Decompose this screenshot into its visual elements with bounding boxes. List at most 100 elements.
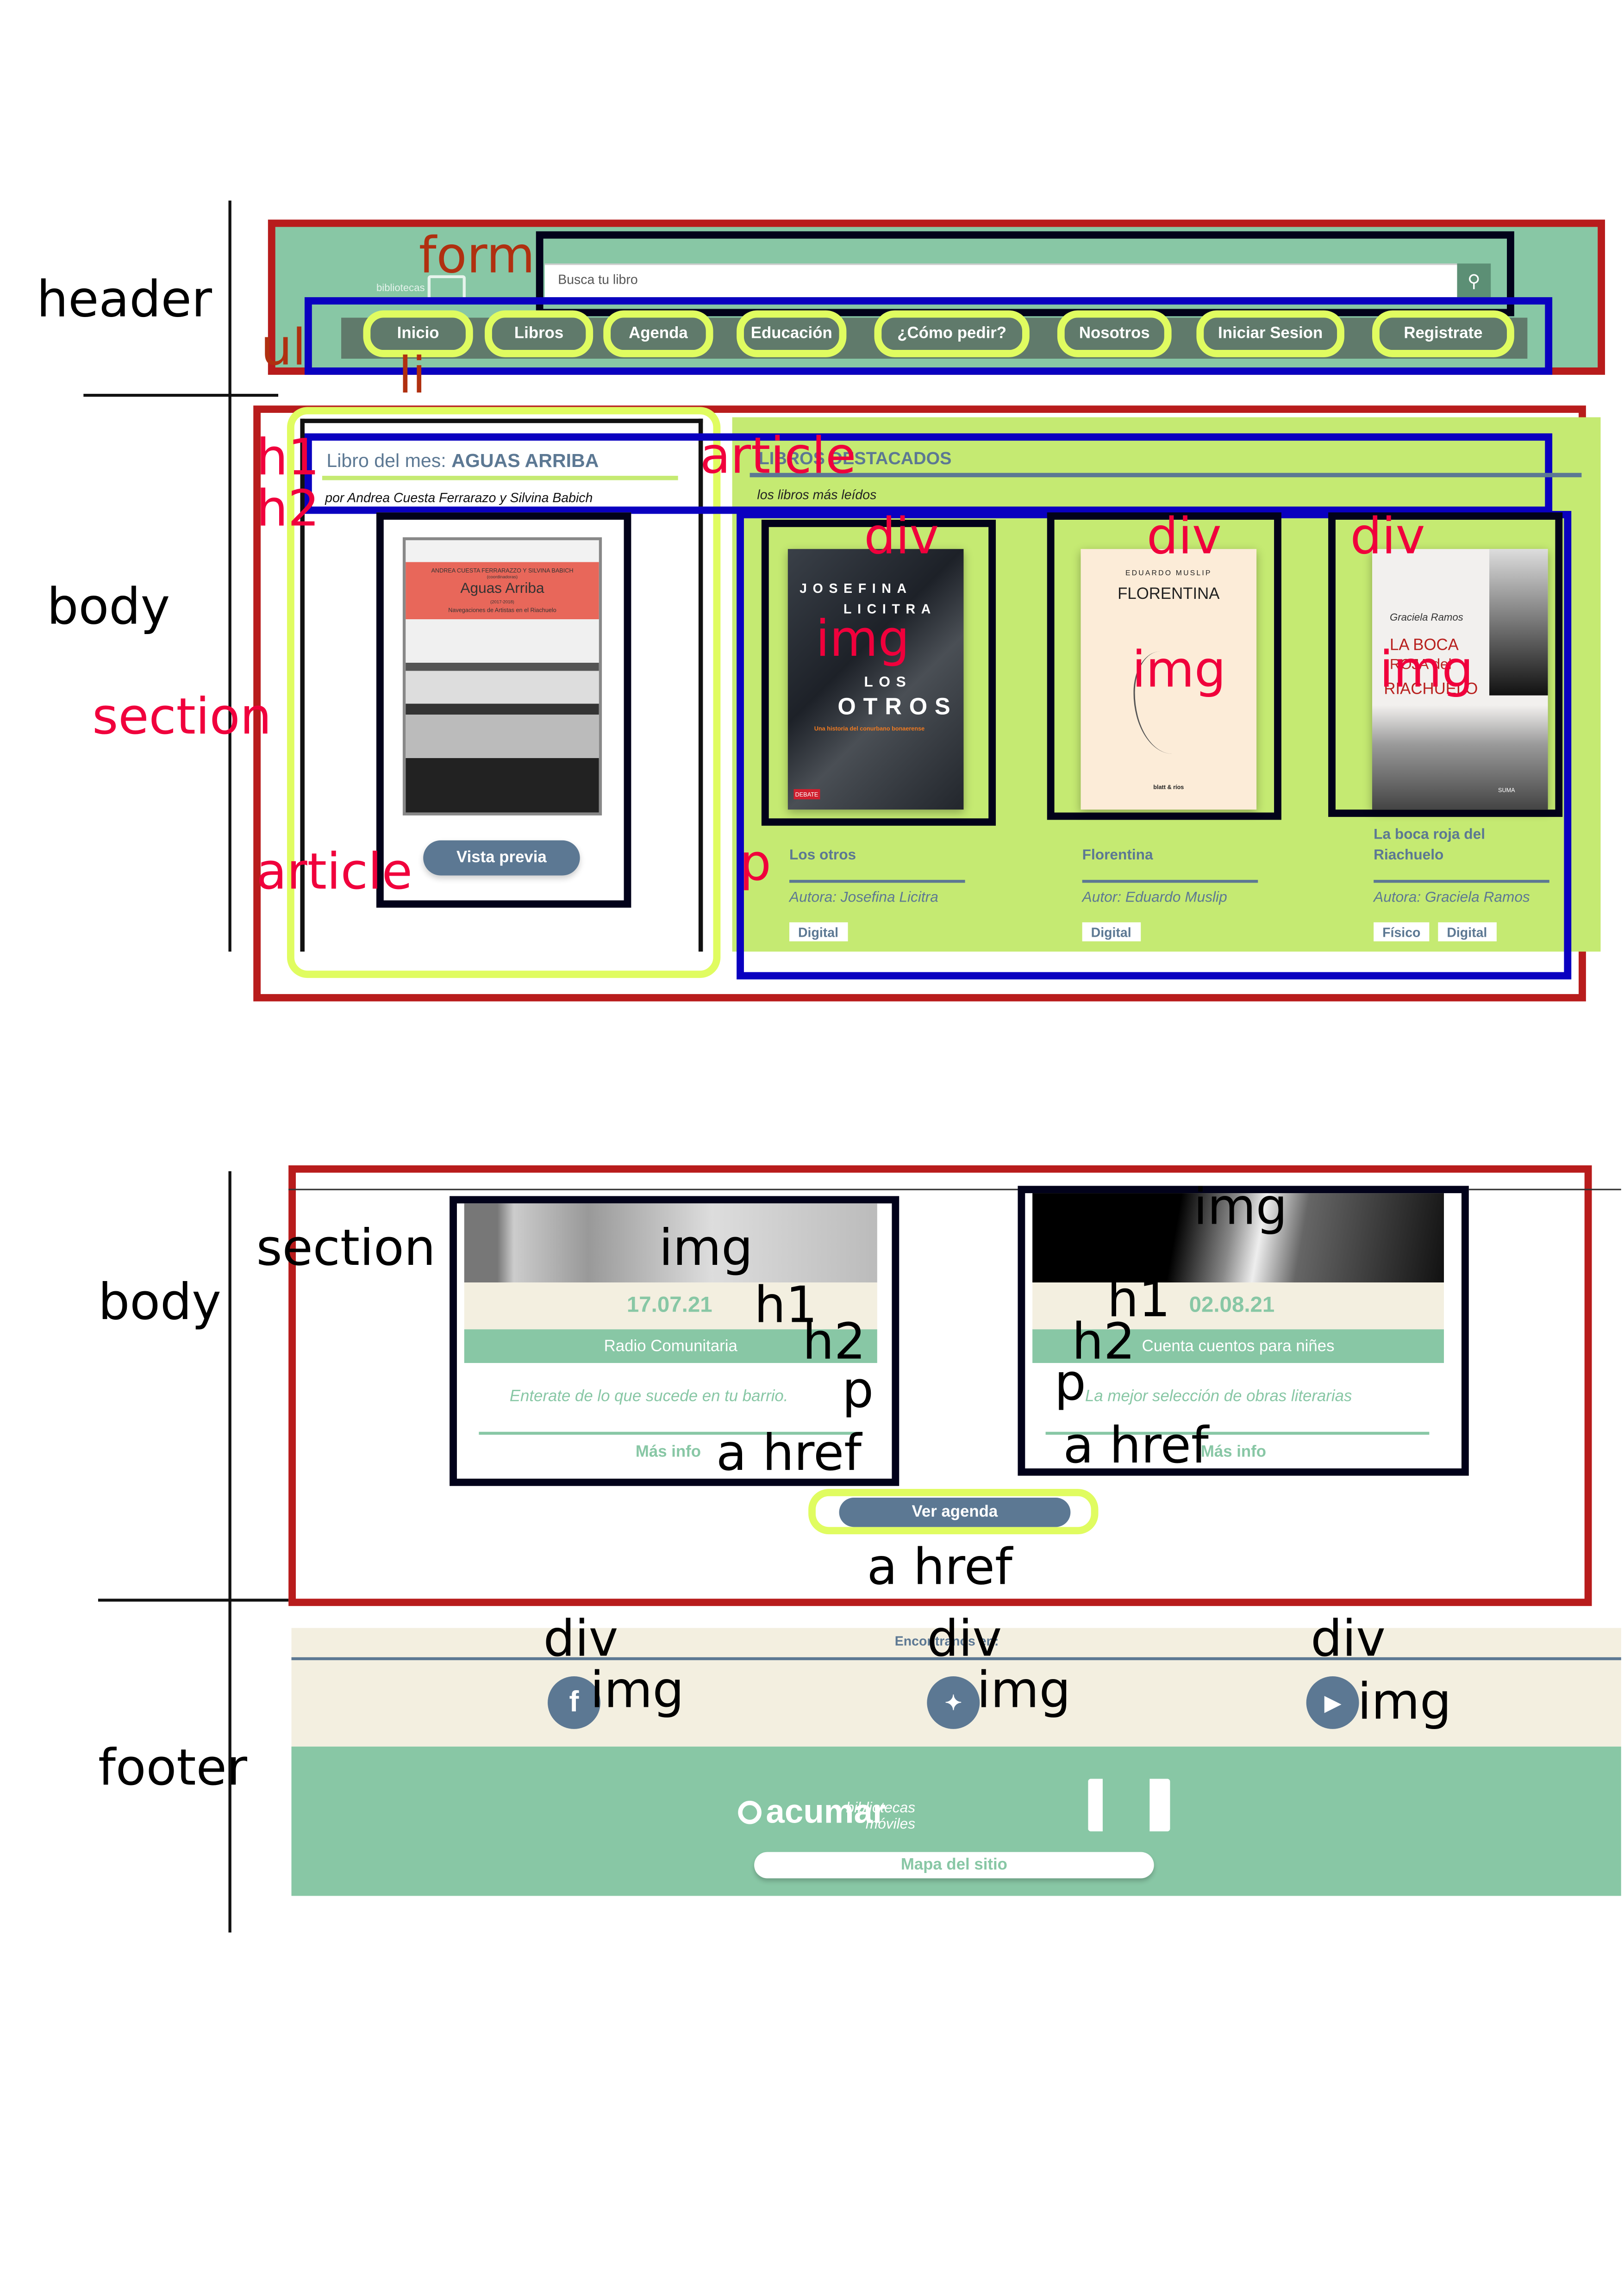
event-divider (1045, 1431, 1430, 1435)
search-button[interactable]: ⚲ (1457, 263, 1491, 298)
cover-text: LOS (864, 675, 912, 691)
book-of-month-cover[interactable]: ANDREA CUESTA FERRARAZZO Y SILVINA BABIC… (402, 537, 602, 815)
annotation-label: footer (98, 1739, 248, 1798)
annotation-label: img (976, 1661, 1071, 1720)
event-text: La mejor selección de obras literarias (1085, 1388, 1352, 1406)
cover-text: LA BOCA (1389, 637, 1459, 654)
nav-iniciar-sesion[interactable]: Iniciar Sesion (1196, 310, 1344, 357)
nav-nosotros[interactable]: Nosotros (1057, 310, 1172, 357)
cover-coord: (coordinadoras) (487, 574, 518, 580)
annotation-label: p (1054, 1354, 1086, 1413)
cover-text: JOSEFINA (800, 581, 912, 596)
event-text: Enterate de lo que sucede en tu barrio. (509, 1388, 788, 1406)
ver-agenda-button[interactable]: Ver agenda (839, 1498, 1071, 1527)
youtube-icon[interactable]: ▶ (1306, 1676, 1359, 1729)
event-divider (479, 1431, 863, 1435)
book-author: Autora: Josefina Licitra (789, 890, 938, 907)
book-title: Los otros (789, 847, 856, 864)
books-box (737, 510, 1572, 980)
featured-subheading: los libros más leídos (757, 487, 877, 503)
book-div-box (1328, 512, 1563, 817)
sitemap-button[interactable]: Mapa del sitio (754, 1852, 1154, 1879)
annotation-label: section (92, 688, 272, 747)
tag-fisico[interactable]: Físico (1374, 922, 1430, 942)
cover-text: FLORENTINA (1118, 585, 1220, 604)
heading-title: AGUAS ARRIBA (451, 449, 599, 472)
cover-text: RIACHUELO (1384, 680, 1478, 698)
acumar-logo: acumar (738, 1792, 886, 1831)
cover-authors: ANDREA CUESTA FERRARAZZO Y SILVINA BABIC… (431, 566, 574, 574)
tag-digital[interactable]: Digital (789, 922, 848, 942)
event-image-book (1032, 1193, 1444, 1283)
annotation-label: header (37, 271, 212, 330)
search-icon: ⚲ (1467, 270, 1480, 291)
event-more-info-link[interactable]: Más info (635, 1444, 701, 1461)
annotation-label: div (927, 1610, 1002, 1669)
annotation-label: div (1350, 508, 1425, 567)
book-of-month-frame (300, 418, 703, 952)
book-title: La boca roja del Riachuelo (1374, 827, 1486, 864)
nav-libros[interactable]: Libros (485, 310, 593, 357)
cover-text: LICITRA (843, 602, 937, 616)
featured-heading-line (750, 473, 1582, 478)
logo-line: bibliotecas (846, 1800, 916, 1817)
events-top-line (288, 1188, 1621, 1190)
book-author: Autora: Graciela Ramos (1374, 890, 1530, 907)
nav-agenda[interactable]: Agenda (603, 310, 713, 357)
book-div-box (761, 519, 996, 826)
annotation-label: img (1132, 641, 1226, 700)
book-title: Florentina (1082, 847, 1153, 864)
book-cover-florentina[interactable]: EDUARDO MUSLIP FLORENTINA blatt & ríos (1081, 549, 1257, 810)
book-divider (1082, 880, 1258, 883)
facebook-icon[interactable]: f (548, 1676, 600, 1729)
cover-subtitle: Navegaciones de Artistas en el Riachuelo (448, 606, 556, 614)
nav-como-pedir[interactable]: ¿Cómo pedir? (874, 310, 1030, 357)
book-of-month-byline: por Andrea Cuesta Ferrarazo y Silvina Ba… (325, 490, 593, 505)
cover-text: DEBATE (793, 789, 820, 800)
nav-inicio[interactable]: Inicio (363, 310, 473, 357)
book-cover-los-otros[interactable]: JOSEFINA LICITRA LOS OTROS Una historia … (787, 549, 964, 810)
cover-text: SUMA (1498, 786, 1515, 794)
event-title: Radio Comunitaria (464, 1329, 877, 1363)
annotation-label: h2 (1072, 1313, 1136, 1372)
book-divider (1374, 880, 1549, 883)
event-date: 02.08.21 (1189, 1293, 1275, 1318)
featured-heading: LIBROS DESTACADOS (758, 448, 952, 469)
drawing-illustration (1133, 651, 1199, 754)
event-title: Cuenta cuentos para niñes (1032, 1329, 1444, 1363)
divider-horizontal (83, 393, 279, 396)
nav-educacion[interactable]: Educación (737, 310, 847, 357)
annotation-label: a href (1063, 1417, 1209, 1476)
cover-text: ROJA del (1389, 657, 1452, 674)
annotation-label: p (739, 834, 771, 893)
event-date-band (1032, 1282, 1444, 1330)
event-date-band (464, 1282, 877, 1330)
book-author: Autor: Eduardo Muslip (1082, 890, 1227, 907)
book-cover-la-boca-roja[interactable]: Graciela Ramos LA BOCA ROJA del RIACHUEL… (1372, 549, 1548, 810)
footer-social-line (291, 1657, 1621, 1661)
nav-registrate[interactable]: Registrate (1372, 310, 1514, 357)
cover-title: Aguas Arriba (460, 581, 544, 597)
cover-years: (2017-2018) (490, 598, 514, 605)
annotation-label: div (1146, 508, 1222, 567)
book-of-month-heading: Libro del mes: AGUAS ARRIBA (326, 449, 599, 471)
vista-previa-button[interactable]: Vista previa (423, 840, 580, 876)
event-more-info-link[interactable]: Más info (1200, 1444, 1267, 1461)
tag-digital[interactable]: Digital (1438, 922, 1496, 942)
footer-find-us: Encontranos en: (894, 1634, 999, 1649)
search-input[interactable]: Busca tu libro (544, 263, 1457, 298)
annotation-label: div (1311, 1610, 1386, 1669)
annotation-label: li (398, 347, 426, 406)
annotation-label: a href (716, 1424, 862, 1483)
acumar-icon (738, 1800, 762, 1823)
twitter-icon[interactable]: ✦ (927, 1676, 980, 1729)
annotation-label: form (418, 227, 535, 286)
book-div-box (1047, 512, 1281, 820)
annotation-label: h2 (256, 480, 320, 539)
tag-digital[interactable]: Digital (1082, 922, 1140, 942)
annotation-label: img (1379, 641, 1474, 700)
cover-text: Una historia del conurbano bonaerense (814, 724, 925, 732)
annotation-label: section (256, 1220, 436, 1278)
annotation-label: img (815, 610, 910, 669)
